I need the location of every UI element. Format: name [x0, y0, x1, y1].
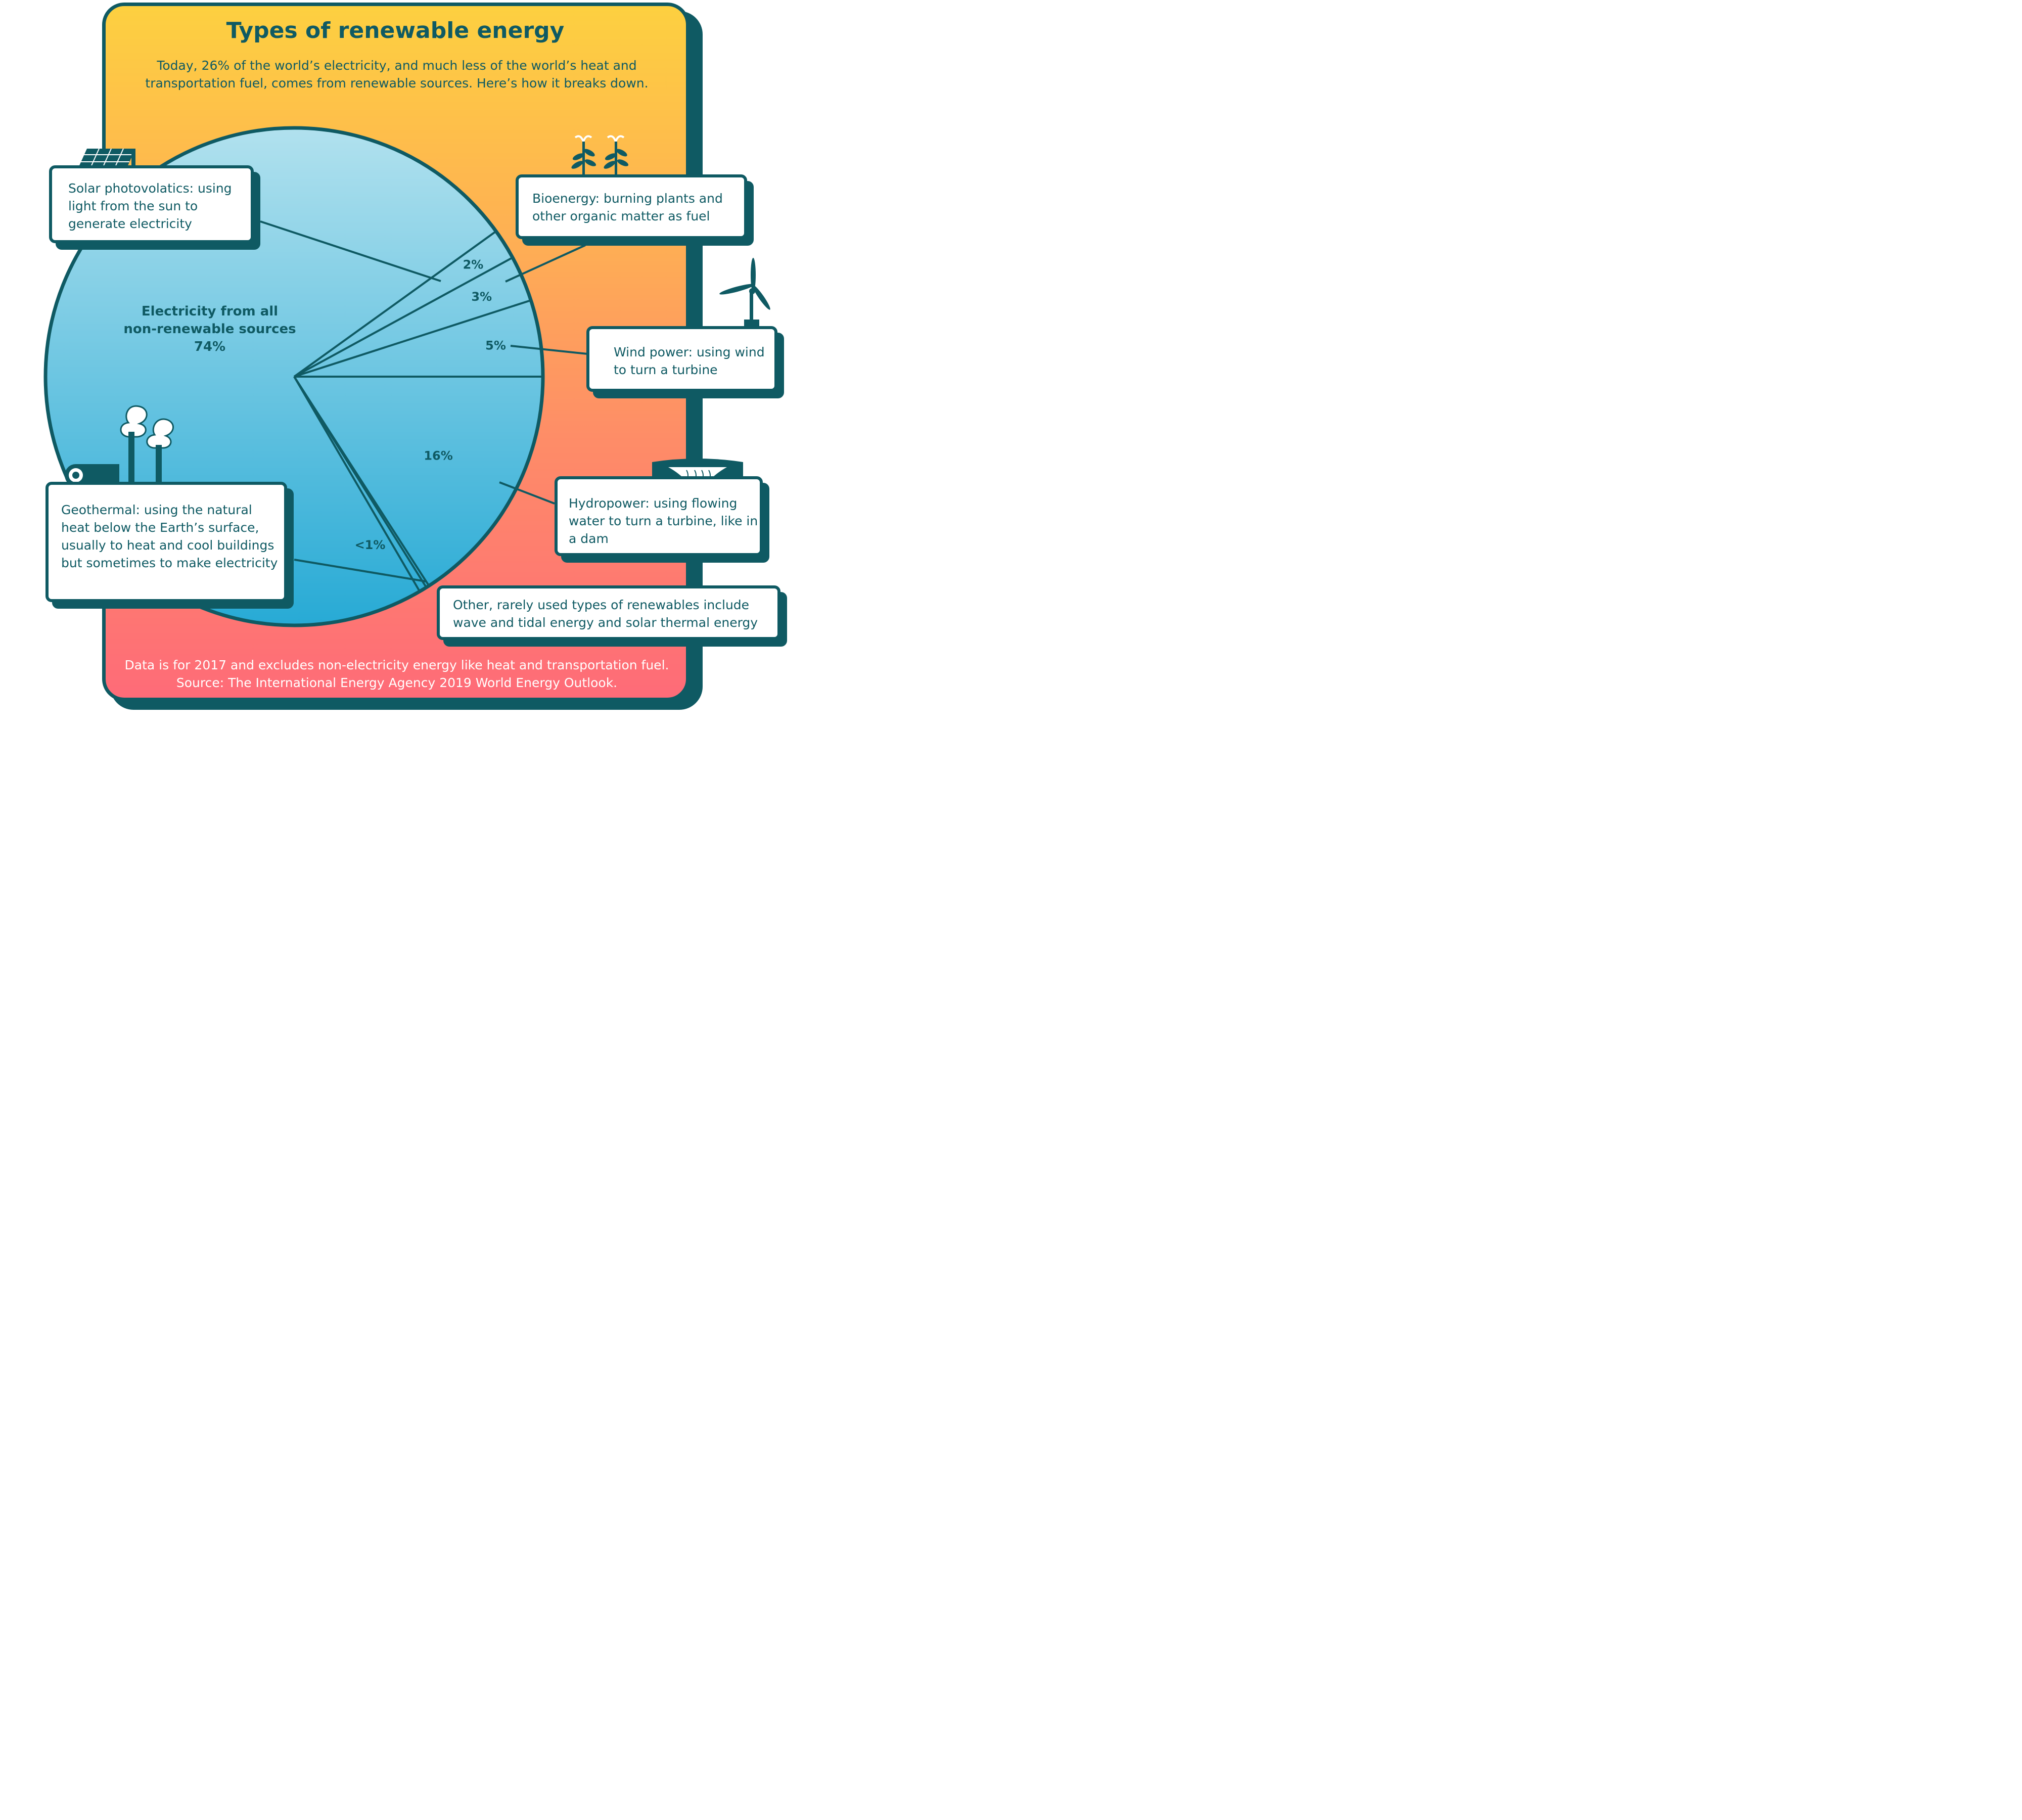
- geothermal-callout: Geothermal: using the natural heat below…: [45, 482, 287, 602]
- main-slice-label-line: Electricity from all: [142, 304, 278, 319]
- slice-divider: [293, 230, 497, 378]
- other-callout: Other, rarely used types of renewables i…: [437, 585, 780, 640]
- hydro-callout-text: Hydropower: using flowing water to turn …: [569, 496, 758, 546]
- slice-divider: [293, 376, 428, 588]
- slice-divider: [294, 299, 531, 378]
- solar-callout-text: Solar photovolatics: using light from th…: [68, 181, 232, 231]
- wind-callout: Wind power: using wind to turn a turbine: [586, 326, 777, 392]
- main-slice-label-line: 74%: [194, 339, 225, 354]
- slice-label-bioenergy: 3%: [471, 290, 492, 304]
- other-callout-text: Other, rarely used types of renewables i…: [453, 598, 758, 630]
- footnote: Data is for 2017 and excludes non-electr…: [124, 658, 669, 690]
- slice-label-solar-photovoltaics: 2%: [463, 257, 484, 271]
- leader-line: [505, 244, 586, 283]
- leader-line: [294, 559, 426, 582]
- subtitle: Today, 26% of the world’s electricity, a…: [145, 58, 649, 90]
- wind-callout-text: Wind power: using wind to turn a turbine: [614, 345, 765, 377]
- wind-turbine-icon: [719, 258, 770, 329]
- leader-line: [260, 220, 441, 282]
- page-title: Types of renewable energy: [226, 18, 565, 43]
- dam-icon: [652, 459, 743, 482]
- slice-label-hydropower: 16%: [424, 448, 452, 463]
- main-slice-label-line: non-renewable sources: [123, 322, 296, 337]
- slice-divider: [293, 376, 421, 592]
- slice-label-geothermal: <1%: [355, 538, 386, 552]
- hydro-callout: Hydropower: using flowing water to turn …: [555, 476, 763, 556]
- slice-divider: [294, 256, 513, 378]
- geothermal-plant-icon: [65, 405, 174, 487]
- geothermal-callout-text: Geothermal: using the natural heat below…: [61, 503, 278, 570]
- bioenergy-callout-text: Bioenergy: burning plants and other orga…: [532, 191, 723, 223]
- bioenergy-callout: Bioenergy: burning plants and other orga…: [516, 174, 747, 239]
- plants-icon: [571, 135, 629, 181]
- leader-line: [499, 481, 555, 505]
- solar-callout: Solar photovolatics: using light from th…: [49, 165, 254, 243]
- solar-panel-icon: [78, 148, 135, 171]
- slice-label-wind-power: 5%: [485, 338, 506, 352]
- leader-line: [510, 345, 588, 355]
